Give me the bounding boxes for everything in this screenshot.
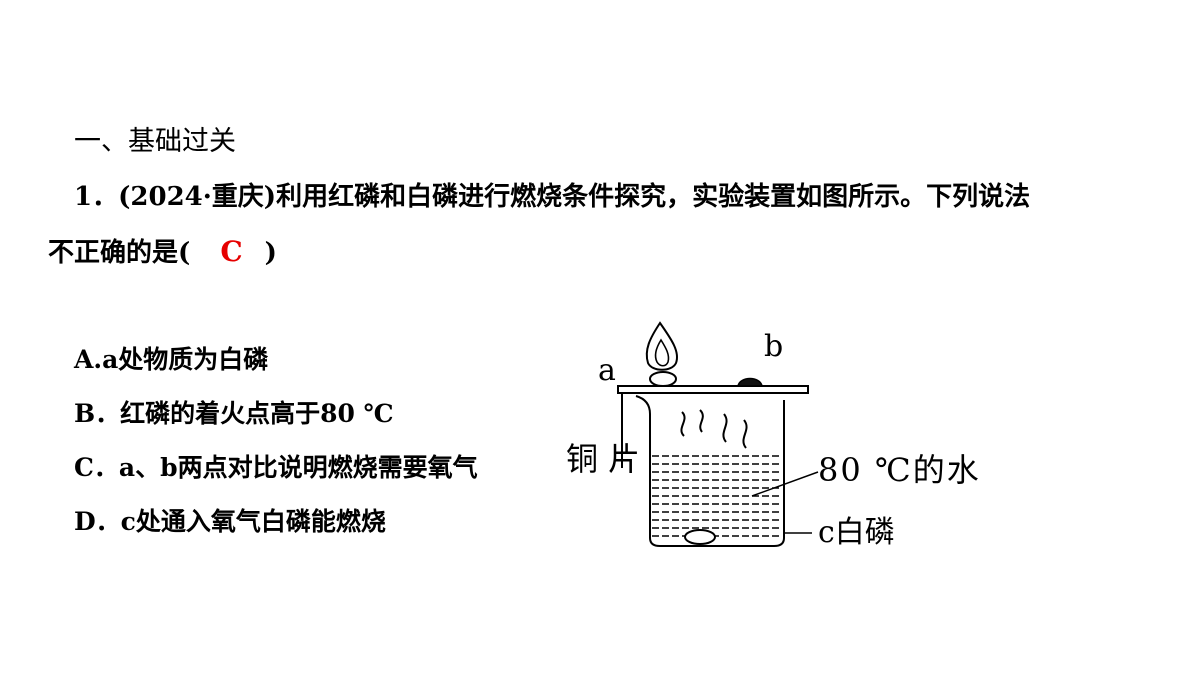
label-white-phosphorus-c: c白磷 bbox=[818, 515, 895, 550]
white-phosphorus-c bbox=[684, 529, 716, 545]
label-b: b bbox=[764, 329, 783, 364]
question-stem-suffix: ) bbox=[264, 238, 277, 268]
option-a: A.a处物质为白磷 bbox=[74, 345, 269, 374]
steam-icon bbox=[680, 409, 748, 449]
label-copper-sheet: 铜片 bbox=[566, 440, 650, 478]
experiment-diagram: a b 铜片 80 ℃的水 c白磷 bbox=[566, 321, 981, 550]
question-stem-prefix: 不正确的是( bbox=[48, 238, 191, 268]
options-list: A.a处物质为白磷 B．红磷的着火点高于80 ℃ C．a、b两点对比说明燃烧需要… bbox=[74, 340, 478, 556]
option-c: C．a、b两点对比说明燃烧需要氧气 bbox=[74, 453, 478, 482]
label-a: a bbox=[598, 353, 616, 388]
option-b: B．红磷的着火点高于80 ℃ bbox=[74, 399, 394, 428]
water bbox=[652, 455, 782, 537]
beaker bbox=[635, 395, 785, 547]
water-leader-line bbox=[751, 471, 819, 497]
phosphorus-b bbox=[737, 377, 763, 387]
section-title: 一、基础过关 bbox=[74, 126, 236, 157]
option-d: D．c处通入氧气白磷能燃烧 bbox=[74, 507, 386, 536]
copper-sheet bbox=[617, 385, 809, 394]
label-water: 80 ℃的水 bbox=[818, 451, 981, 489]
answer-choice: C bbox=[220, 235, 243, 268]
question-stem: 1．(2024·重庆)利用红磷和白磷进行燃烧条件探究，实验装置如图所示。下列说法 bbox=[74, 182, 1031, 212]
question-stem-continued: 不正确的是( C) bbox=[48, 232, 277, 273]
flame-icon bbox=[645, 321, 678, 371]
red-phosphorus-a bbox=[649, 371, 677, 387]
